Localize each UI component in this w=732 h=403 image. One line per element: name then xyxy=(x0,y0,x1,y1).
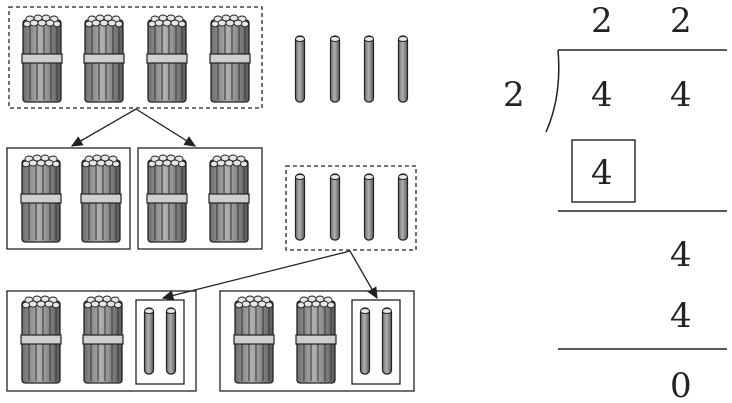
single-stick-icon xyxy=(397,173,409,241)
long-division: 2 2 2 4 4 4 4 4 0 xyxy=(503,1,727,403)
quotient-digit-ones: 2 xyxy=(670,1,692,41)
stick-bundle-icon xyxy=(20,295,62,384)
division-bracket xyxy=(545,49,560,133)
dividend-digit-tens: 4 xyxy=(591,75,613,115)
single-stick-icon xyxy=(363,173,375,241)
arrow-icon xyxy=(161,250,351,301)
final-group-left xyxy=(6,290,197,392)
split-group-right xyxy=(137,147,263,250)
middle-row xyxy=(6,147,417,251)
bottom-row xyxy=(6,290,415,392)
stick-bundle-icon xyxy=(295,295,337,384)
stick-bundle-icon xyxy=(209,14,251,103)
single-stick-icon xyxy=(165,307,177,375)
arrow-icon xyxy=(135,108,197,147)
second-product: 4 xyxy=(670,296,692,336)
stick-bundle-icon xyxy=(80,154,122,243)
top-row xyxy=(8,6,409,109)
single-stick-icon xyxy=(143,307,155,375)
divisor: 2 xyxy=(503,75,525,115)
single-stick-icon xyxy=(329,173,341,241)
stick-bundle-icon xyxy=(208,154,250,243)
final-ones-box-left xyxy=(135,299,185,385)
stick-bundle-icon xyxy=(21,14,63,103)
top-bundles-dashed-box xyxy=(8,6,263,109)
single-stick-icon xyxy=(381,307,393,375)
single-stick-icon xyxy=(363,35,375,103)
stick-bundle-icon xyxy=(233,295,275,384)
quotient-digit-tens: 2 xyxy=(591,1,613,41)
bring-down-digit: 4 xyxy=(670,235,692,275)
split-group-left xyxy=(6,147,131,250)
stick-bundle-icon xyxy=(20,154,62,243)
stick-bundle-icon xyxy=(146,154,188,243)
final-group-right xyxy=(219,290,415,392)
stick-bundle-icon xyxy=(146,14,188,103)
single-stick-icon xyxy=(294,173,306,241)
stick-bundle-icon xyxy=(82,295,124,384)
arrow-icon xyxy=(70,108,137,147)
stick-bundle-icon xyxy=(83,14,125,103)
first-product: 4 xyxy=(591,153,613,193)
single-stick-icon xyxy=(294,35,306,103)
final-ones-box-right xyxy=(351,299,401,385)
first-product-box xyxy=(571,139,636,203)
single-stick-icon xyxy=(329,35,341,103)
single-stick-icon xyxy=(359,307,371,375)
single-stick-icon xyxy=(397,35,409,103)
arrow-icon xyxy=(349,250,378,300)
ones-dashed-box xyxy=(285,165,417,251)
dividend-digit-ones: 4 xyxy=(670,75,692,115)
remainder: 0 xyxy=(670,366,692,403)
